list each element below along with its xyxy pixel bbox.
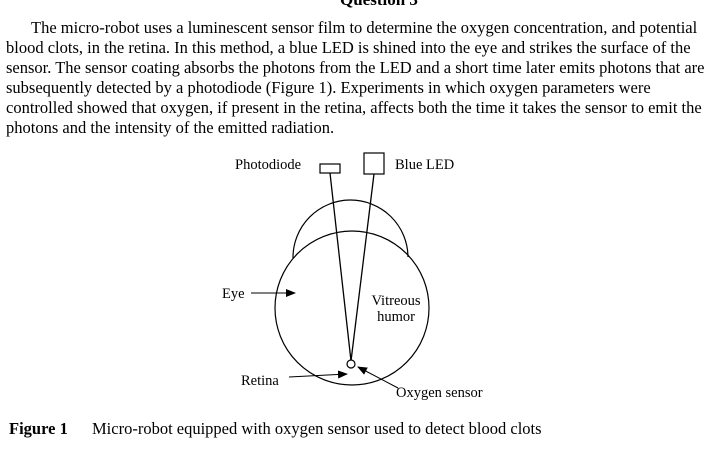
vitreous-label-line2: humor: [377, 309, 415, 325]
blue-led-label: Blue LED: [395, 157, 455, 173]
blue-led-box: [363, 152, 385, 175]
question-heading-sliver: Question 3: [0, 0, 721, 8]
retina-arrow: [288, 370, 348, 379]
oxygen-sensor-dot: [346, 359, 356, 369]
body-paragraph: The micro-robot uses a luminescent senso…: [6, 18, 705, 137]
led-light-path: [350, 173, 375, 362]
oxygen-sensor-arrow: [357, 366, 399, 389]
eye-label: Eye: [222, 286, 245, 302]
figure-1: Photodiode Blue LED Eye Vitreous humor R…: [0, 145, 721, 415]
oxygen-sensor-label: Oxygen sensor: [396, 385, 483, 401]
question-heading: Question 3: [340, 0, 418, 8]
photodiode-light-path: [329, 172, 352, 362]
cornea-arc: [292, 199, 409, 259]
figure-caption-text: Micro-robot equipped with oxygen sensor …: [92, 419, 542, 438]
figure-caption: Figure 1 Micro-robot equipped with oxygen…: [9, 419, 542, 439]
eye-diagram: [251, 152, 430, 389]
photodiode-label: Photodiode: [235, 157, 302, 173]
figure-number: Figure 1: [9, 419, 68, 438]
vitreous-humor-label: Vitreous humor: [368, 293, 424, 325]
photodiode-box: [319, 163, 341, 174]
vitreous-label-line1: Vitreous: [371, 293, 421, 309]
eye-globe: [274, 230, 430, 386]
retina-label: Retina: [241, 373, 279, 389]
